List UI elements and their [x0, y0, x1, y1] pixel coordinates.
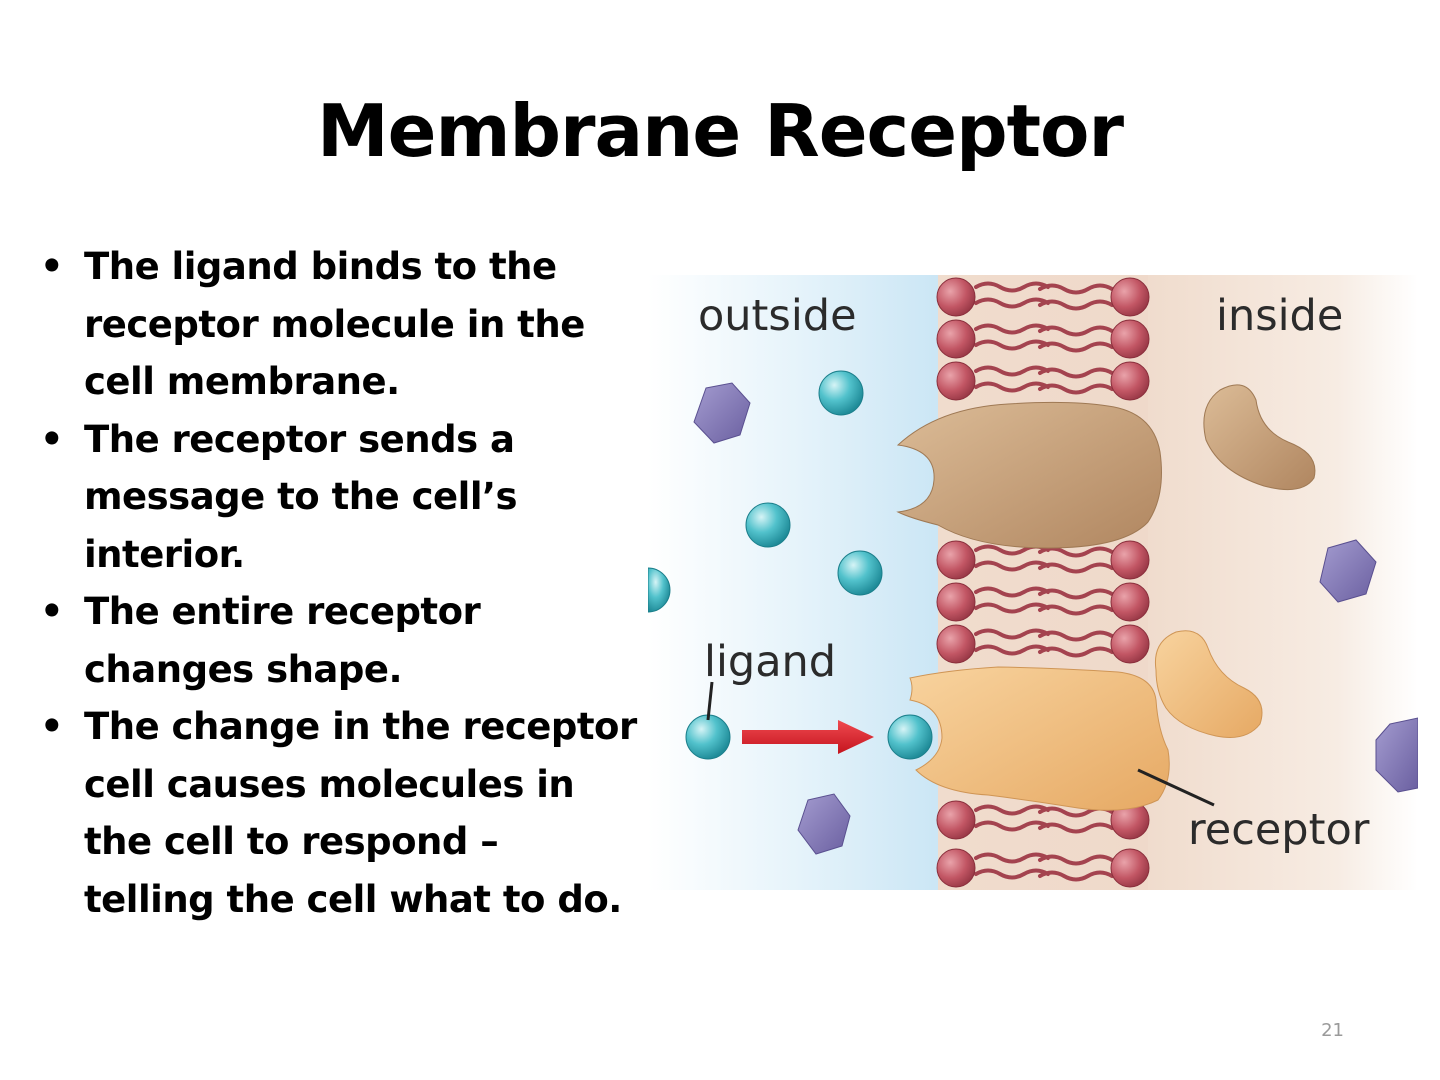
lipid-head [936, 800, 976, 840]
lipid-tail [974, 586, 1114, 600]
bullet-line: the cell to respond – [84, 820, 499, 863]
receptor-unbound-fragment [1203, 384, 1316, 491]
hexagon-molecule [693, 382, 751, 444]
bullet-line: changes shape. [84, 647, 403, 691]
lipid-head [1110, 361, 1150, 401]
ligand-molecule [818, 370, 864, 416]
lipid-tail [974, 852, 1114, 866]
lipid-head [936, 361, 976, 401]
lipid-head [936, 277, 976, 317]
outside-region [648, 275, 938, 890]
hexagon-molecule [797, 793, 851, 855]
lipid-head [1110, 319, 1150, 359]
ligand-molecule [837, 550, 883, 596]
lipid-tail [974, 602, 1114, 616]
lipid-tail [974, 339, 1114, 353]
bullet-line: The ligand binds to the [84, 245, 557, 288]
bullet-item: The change in the receptor cell causes m… [30, 698, 640, 928]
bullet-line: The change in the receptor [84, 705, 637, 748]
slide-title: Membrane Receptor [316, 89, 1124, 173]
lipid-tail [974, 323, 1114, 337]
ligand-molecule [685, 714, 731, 760]
receptor-leader-line [1137, 768, 1215, 807]
membrane-diagram: outside inside ligand receptor [648, 275, 1418, 890]
ligand-molecule [745, 502, 791, 548]
lipid-head [936, 582, 976, 622]
lipid-head [1110, 582, 1150, 622]
receptor-unbound-shape [896, 401, 1162, 549]
page-number: 21 [1321, 1020, 1344, 1041]
lipid-tail [974, 820, 1114, 834]
receptor-bound-lobe [1154, 630, 1263, 738]
label-inside: inside [1216, 291, 1343, 341]
bullet-line: cell membrane. [84, 360, 400, 403]
lipid-tail [974, 381, 1114, 395]
lipid-heads [936, 277, 1150, 888]
ligand-leader-line [706, 681, 714, 721]
lipid-head [936, 848, 976, 888]
lipid-tail [974, 560, 1114, 574]
lipid-head [936, 319, 976, 359]
ligand-molecule [648, 567, 671, 613]
bullet-line: telling the cell what to do. [84, 877, 622, 921]
bullet-item: The entire receptor changes shape. [30, 583, 640, 698]
bullet-item: The ligand binds to the receptor molecul… [30, 238, 640, 411]
lipid-tail [974, 297, 1114, 311]
lipid-tail [974, 365, 1114, 379]
lipid-head [936, 624, 976, 664]
binding-arrow [742, 720, 874, 754]
lipid-tail [974, 628, 1114, 642]
hexagon-molecule [1319, 539, 1377, 603]
lipid-tail [974, 644, 1114, 658]
lipid-head [1110, 540, 1150, 580]
lipid-tail [974, 868, 1114, 882]
label-receptor: receptor [1188, 805, 1370, 855]
bullet-line: interior. [84, 532, 245, 576]
receptor-bound-shape [909, 666, 1170, 811]
lipid-head [1110, 624, 1150, 664]
label-ligand: ligand [704, 637, 836, 687]
inside-region [1148, 275, 1418, 890]
bullet-line: The receptor sends a [84, 417, 515, 461]
bullet-item: The receptor sends a message to the cell… [30, 411, 640, 584]
bullet-line: cell causes molecules in [84, 762, 575, 806]
bullet-line: message to the cell’s [84, 475, 518, 518]
ligand-bound [887, 714, 933, 760]
lipid-tail [974, 281, 1114, 295]
bullet-line: The entire receptor [84, 590, 481, 633]
lipid-head [1110, 277, 1150, 317]
bullet-line: receptor molecule in the [84, 302, 585, 346]
bullet-list: The ligand binds to the receptor molecul… [30, 238, 640, 928]
lipid-head [936, 540, 976, 580]
hexagon-molecule [1375, 717, 1418, 793]
lipid-head [1110, 848, 1150, 888]
label-outside: outside [698, 291, 857, 341]
